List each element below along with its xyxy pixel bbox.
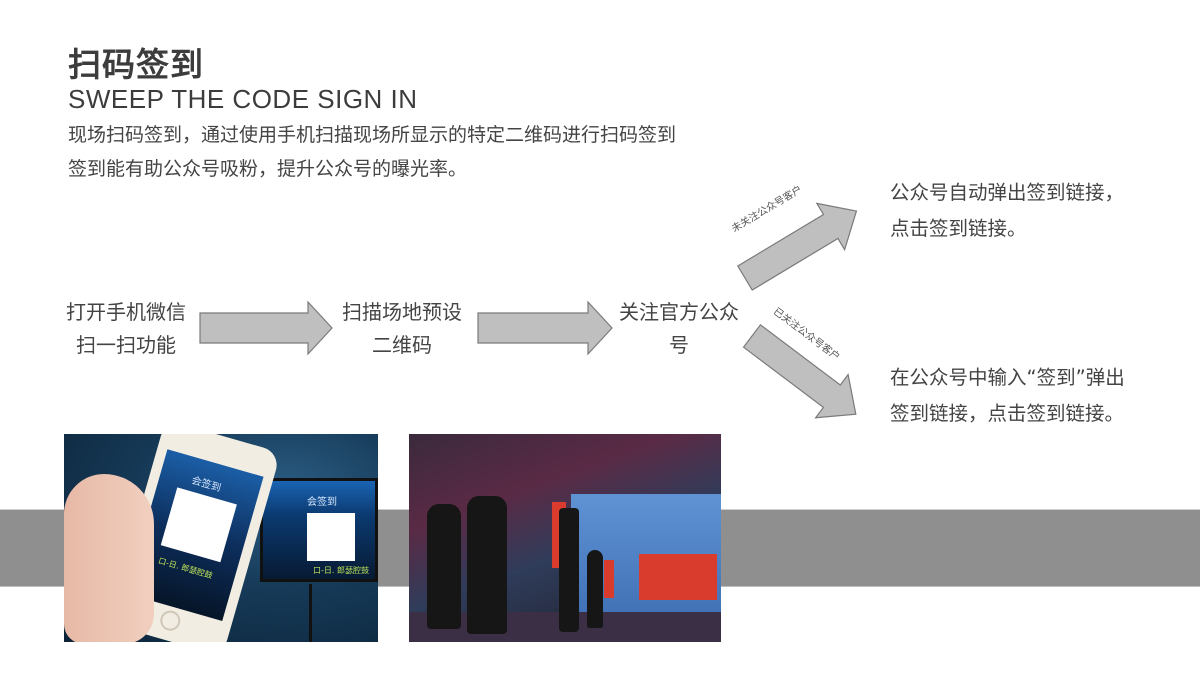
monitor-code: 口-日. 郎瑟腔鼓 [313, 566, 369, 575]
step-line: 扫一扫功能 [76, 333, 176, 357]
page-subtitle: SWEEP THE CODE SIGN IN [68, 84, 418, 114]
phone-screen-code: 口-日. 郎瑟腔鼓 [157, 556, 214, 581]
kiosk-stand [559, 508, 579, 632]
person [587, 550, 603, 628]
right-arrow-icon [199, 300, 333, 356]
branch-label-unfollowed: 未关注公众号客户 [730, 184, 805, 235]
flow-step-scan-qr: 扫描场地预设 二维码 [330, 296, 474, 362]
venue-display [639, 554, 717, 600]
branch-label-followed: 已关注公众号客户 [770, 306, 842, 364]
person [427, 504, 461, 629]
flow-step-follow-account: 关注官方公众 号 [607, 296, 751, 362]
result-line: 在公众号中输入“签到”弹出 [890, 366, 1125, 389]
photo-phone-scan: 会签到 口-日. 郎瑟腔鼓 会签到 口-日. 郎瑟腔鼓 [64, 434, 378, 642]
description-line-2: 签到能有助公众号吸粉，提升公众号的曝光率。 [68, 158, 468, 180]
hand [64, 474, 154, 642]
monitor-title: 会签到 [307, 497, 337, 508]
description-line-1: 现场扫码签到，通过使用手机扫描现场所显示的特定二维码进行扫码签到 [68, 124, 677, 146]
result-line: 签到链接，点击签到链接。 [890, 402, 1125, 425]
photo-venue [409, 434, 721, 642]
branch-result-followed: 在公众号中输入“签到”弹出 签到链接，点击签到链接。 [890, 360, 1125, 432]
step-line: 扫描场地预设 [342, 300, 462, 324]
home-button-icon [157, 608, 183, 634]
flow-step-open-wechat: 打开手机微信 扫一扫功能 [56, 296, 196, 362]
tripod [309, 584, 312, 642]
qr-placeholder [307, 513, 355, 561]
signin-kiosk-screen [604, 560, 614, 598]
step-line: 打开手机微信 [66, 300, 186, 324]
monitor-screen: 会签到 口-日. 郎瑟腔鼓 [260, 478, 378, 582]
right-arrow-icon [477, 300, 613, 356]
person [467, 496, 507, 634]
qr-placeholder [160, 487, 237, 563]
step-line: 关注官方公众 [619, 300, 739, 324]
step-line: 号 [669, 333, 689, 357]
step-line: 二维码 [372, 333, 432, 357]
result-line: 公众号自动弹出签到链接， [890, 181, 1125, 204]
branch-result-unfollowed: 公众号自动弹出签到链接， 点击签到链接。 [890, 175, 1124, 247]
phone-screen-title: 会签到 [190, 475, 223, 495]
result-line: 点击签到链接。 [890, 217, 1027, 240]
up-right-arrow-icon [736, 202, 858, 291]
page-title: 扫码签到 [68, 45, 204, 84]
